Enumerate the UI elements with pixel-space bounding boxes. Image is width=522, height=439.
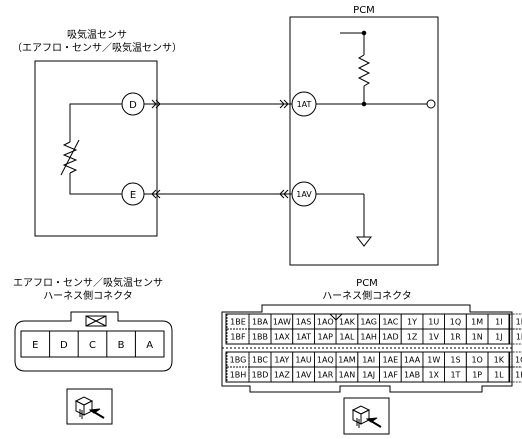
sensor-subtitle: （エアフロ・センサ／吸気温センサ）: [12, 41, 182, 54]
connector-pin-label: 1U: [428, 318, 439, 327]
connector-pin-label: 1AS: [296, 318, 312, 327]
connector-pin-label: 1BH: [230, 371, 247, 380]
sensor-connector-subtitle: ハーネス側コネクタ: [43, 289, 133, 302]
connector-pin-label: 1AK: [339, 318, 356, 327]
connector-cell: B: [118, 340, 125, 351]
connector-pin-label: 1AO: [317, 318, 334, 327]
connector-pin-label: 1BA: [252, 318, 269, 327]
connector-pin-label: 1BG: [230, 356, 247, 365]
connector-pin-label: 1I: [495, 318, 502, 327]
pcm-pin-1at-label: 1AT: [297, 100, 312, 109]
thermistor-icon: [60, 103, 133, 195]
pcm-box: [289, 16, 439, 266]
pcm-connector-title: PCM: [356, 278, 378, 289]
connector-pin-label: 1M: [471, 318, 483, 327]
connector-pin-label: 1AT: [296, 333, 311, 342]
connector-pin-label: 1AM: [338, 356, 356, 365]
connector-pin-label: 1K: [494, 356, 505, 365]
connector-pin-label: 1AH: [360, 333, 377, 342]
pcm-connector-subtitle: ハーネス側コネクタ: [322, 289, 412, 302]
connector-pin-label: 1AE: [383, 356, 399, 365]
connector-pin-label: 1Y: [407, 318, 417, 327]
connector-pin-label: 1BE: [230, 318, 246, 327]
connector-pin-label: 1Z: [407, 333, 418, 342]
connector-pin-label: 1AP: [318, 333, 334, 342]
connector-pin-label: 1W: [427, 356, 440, 365]
connector-cell-box: [509, 366, 522, 383]
connector-cell: D: [60, 340, 68, 351]
connector-pin-label: 1P: [472, 371, 482, 380]
connector-pin-label: 1AU: [295, 356, 312, 365]
connector-pin-label: 1AZ: [274, 371, 291, 380]
connector-pin-label: 1G: [515, 356, 522, 365]
sensor-box: [34, 60, 158, 237]
connector-pin-label: 1BF: [230, 333, 246, 342]
connector-pin-label: 1E: [516, 318, 522, 327]
connector-pin-label: 1BB: [252, 333, 268, 342]
sensor-connector: [14, 311, 173, 372]
connector-pin-label: 1AD: [382, 333, 399, 342]
connector-pin-label: 1AX: [274, 333, 291, 342]
connector-pin-label: 1L: [494, 371, 504, 380]
sensor-connector-cells: E D C B A: [32, 340, 153, 351]
connector-pin-label: 1AR: [317, 371, 334, 380]
connector-pin-label: 1N: [472, 333, 483, 342]
pcm-connector-cells: 1BE1BA1AW1AS1AO1AK1AG1AC1Y1U1Q1M1I1E1A1B…: [226, 313, 522, 383]
connector-cell-box: [226, 328, 250, 345]
pcm-internal-circuit: [316, 30, 436, 247]
connector-pin-label: 1J: [495, 333, 502, 342]
connector-pin-label: 1AG: [360, 318, 377, 327]
connector-pin-label: 1S: [450, 356, 460, 365]
connector-pin-label: 1AN: [339, 371, 356, 380]
connector-pin-label: 1O: [471, 356, 482, 365]
connector-pin-label: 1AB: [404, 371, 420, 380]
connector-pin-label: 1X: [428, 371, 439, 380]
connector-cell: E: [32, 340, 38, 351]
connector-pin-label: 1BD: [252, 371, 269, 380]
connector-pin-label: 1AY: [274, 356, 289, 365]
connector-pin-label: 1AF: [383, 371, 399, 380]
harness-view-icon: [343, 397, 390, 435]
connector-cell: C: [89, 340, 96, 351]
connector-cell-box: [226, 366, 250, 383]
connector-pin-label: 1AV: [296, 371, 312, 380]
connector-cell-box: [509, 328, 522, 345]
sensor-connector-title: エアフロ・センサ／吸気温センサ: [13, 276, 163, 289]
connector-pin-label: 1Q: [450, 318, 461, 327]
connector-pin-label: 1V: [428, 333, 439, 342]
connector-pin-label: 1F: [516, 333, 522, 342]
connector-pin-label: 1AW: [273, 318, 291, 327]
connector-pin-label: 1R: [450, 333, 461, 342]
connector-pin-label: 1AL: [339, 333, 355, 342]
connector-pin-label: 1AI: [362, 356, 375, 365]
connector-pin-label: 1T: [450, 371, 460, 380]
connector-pin-label: 1AQ: [317, 356, 334, 365]
pcm-pin-1av-label: 1AV: [296, 190, 312, 199]
harness-view-icon: [66, 388, 113, 425]
sensor-title: 吸気温センサ: [67, 28, 127, 41]
connector-cell: A: [146, 340, 153, 351]
connector-pin-label: 1AC: [382, 318, 398, 327]
pcm-title: PCM: [353, 5, 375, 16]
connector-pin-label: 1AA: [404, 356, 421, 365]
connector-pin-label: 1AJ: [362, 371, 375, 380]
sensor-pin-e-label: E: [130, 190, 136, 201]
wires: [144, 99, 293, 199]
sensor-pin-d-label: D: [129, 100, 137, 111]
connector-pin-label: 1H: [515, 371, 522, 380]
connector-pin-label: 1BC: [252, 356, 268, 365]
